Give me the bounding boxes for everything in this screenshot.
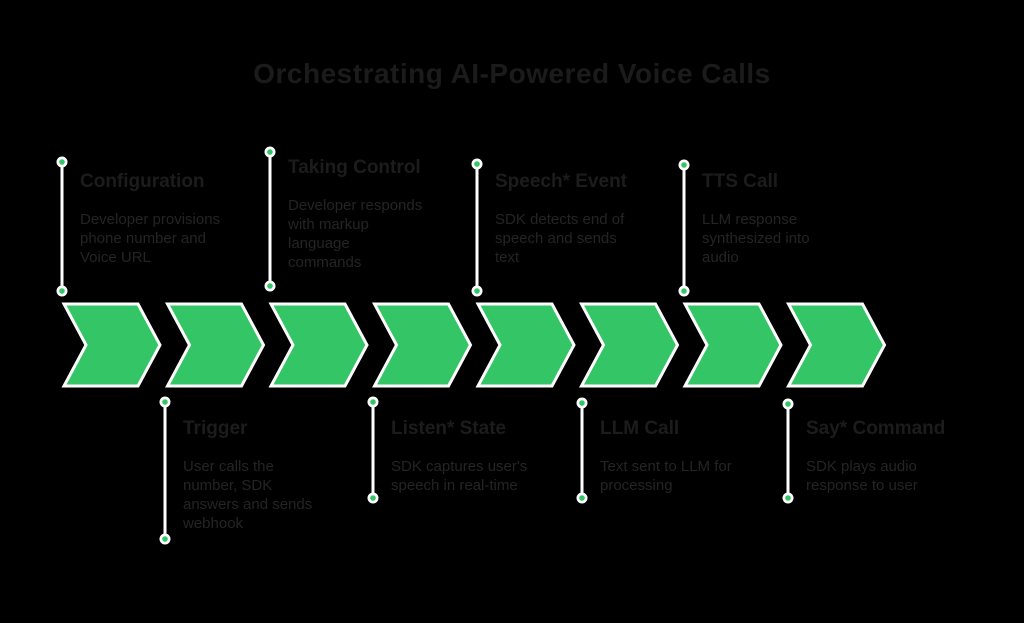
connector-dot	[576, 492, 588, 504]
step-title: Listen* State	[391, 418, 507, 439]
step-title: TTS Call	[702, 171, 779, 192]
step-taking-control: Taking Control Developer responds with m…	[288, 156, 453, 272]
connector-dot	[56, 285, 68, 297]
connector-dot	[471, 285, 483, 297]
step-title: Taking Control	[288, 157, 421, 178]
chevron-arrow-row	[61, 302, 887, 388]
connector-dot	[264, 146, 276, 158]
connector-lines	[60, 152, 790, 539]
chevron-arrow	[475, 302, 576, 388]
connector-dot	[678, 159, 690, 171]
connector-dot	[159, 533, 171, 545]
step-trigger: Trigger User calls the number, SDK answe…	[183, 417, 348, 533]
connector-dot	[367, 492, 379, 504]
step-title: Configuration	[80, 171, 205, 192]
chevron-arrow	[371, 302, 473, 388]
connector-dot	[576, 397, 588, 409]
step-speech-event: Speech* Event SDK detects end of speech …	[495, 170, 660, 267]
connector-dot	[782, 398, 794, 410]
chevron-arrow	[164, 302, 266, 388]
chevron-arrow	[268, 302, 369, 388]
step-description: Developer provisions phone number and Vo…	[80, 211, 221, 266]
step-description: SDK plays audio response to user	[806, 458, 918, 494]
chevron-arrow	[682, 302, 783, 388]
step-title: LLM Call	[600, 418, 680, 439]
step-title: Trigger	[183, 418, 248, 439]
step-description: SDK detects end of speech and sends text	[495, 211, 625, 266]
step-title: Speech* Event	[495, 171, 627, 192]
connector-dot	[56, 156, 68, 168]
chevron-arrow	[61, 302, 162, 388]
connector-dot	[367, 396, 379, 408]
step-say-command: Say* Command SDK plays audio response to…	[806, 417, 971, 495]
step-description: Text sent to LLM for processing	[600, 458, 732, 494]
connector-dots	[56, 146, 794, 545]
step-configuration: Configuration Developer provisions phone…	[80, 170, 245, 267]
diagram-title: Orchestrating AI-Powered Voice Calls	[253, 58, 771, 89]
step-listen-state: Listen* State SDK captures user's speech…	[391, 417, 556, 495]
connector-dot	[782, 492, 794, 504]
step-description: Developer responds with markup language …	[288, 197, 423, 271]
step-tts-call: TTS Call LLM response synthesized into a…	[702, 170, 867, 267]
connector-dot	[159, 396, 171, 408]
connector-dot	[264, 280, 276, 292]
step-llm-call: LLM Call Text sent to LLM for processing	[600, 417, 765, 495]
step-description: LLM response synthesized into audio	[702, 211, 810, 266]
connector-dot	[471, 158, 483, 170]
step-description: User calls the number, SDK answers and s…	[183, 458, 313, 532]
step-title: Say* Command	[806, 418, 946, 439]
step-description: SDK captures user's speech in real-time	[391, 458, 528, 494]
chevron-arrow	[785, 302, 887, 388]
connector-dot	[678, 285, 690, 297]
chevron-arrow	[578, 302, 680, 388]
